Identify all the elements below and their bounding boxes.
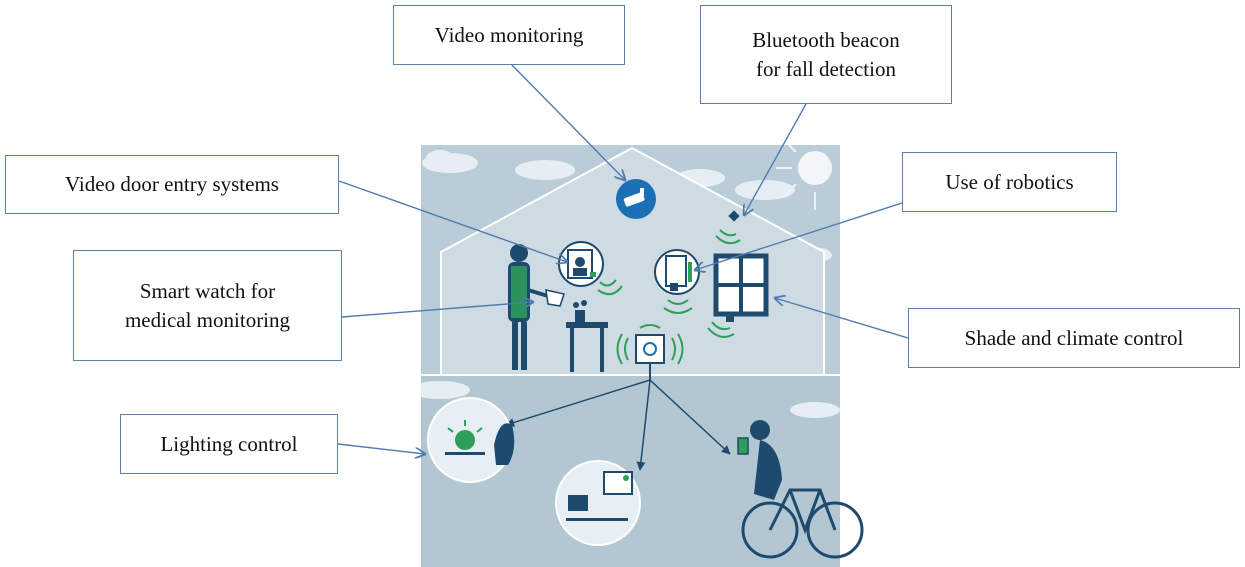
robot-icon (654, 249, 700, 314)
callout-label: Lighting control (160, 431, 298, 456)
lighting-scene-icon (427, 397, 515, 483)
callout-label-line-2: for fall detection (756, 56, 896, 81)
callout-use-of-robotics: Use of robotics (902, 152, 1117, 212)
callout-smart-watch: Smart watch for medical monitoring (73, 250, 342, 361)
door-entry-display-icon (558, 241, 623, 296)
security-camera-icon (616, 179, 656, 219)
home-hub-icon (616, 324, 684, 380)
callout-video-monitoring: Video monitoring (393, 5, 625, 65)
callout-label-line-2: medical monitoring (124, 307, 291, 332)
callout-video-door-entry: Video door entry systems (5, 155, 339, 214)
desk-scene-icon (555, 460, 641, 546)
hub-connections (505, 379, 731, 471)
callout-label: Use of robotics (945, 169, 1074, 194)
callout-shade-climate: Shade and climate control (908, 308, 1240, 368)
callout-label: Video door entry systems (65, 172, 279, 196)
plant-table-icon (566, 300, 608, 372)
cloud-icon (421, 150, 840, 418)
cyclist-figure (737, 420, 864, 559)
callout-lighting-control: Lighting control (120, 414, 338, 474)
callout-arrows (337, 62, 909, 454)
bluetooth-beacon-icon (715, 210, 741, 245)
callout-label: Video monitoring (434, 22, 584, 47)
sun-icon (776, 145, 832, 210)
callout-bluetooth-beacon: Bluetooth beacon for fall detection (700, 5, 952, 104)
window-icon (707, 253, 769, 338)
callout-label: Shade and climate control (964, 325, 1184, 350)
callout-label-line-1: Smart watch for (139, 278, 276, 303)
callout-label-line-1: Bluetooth beacon (752, 27, 900, 52)
